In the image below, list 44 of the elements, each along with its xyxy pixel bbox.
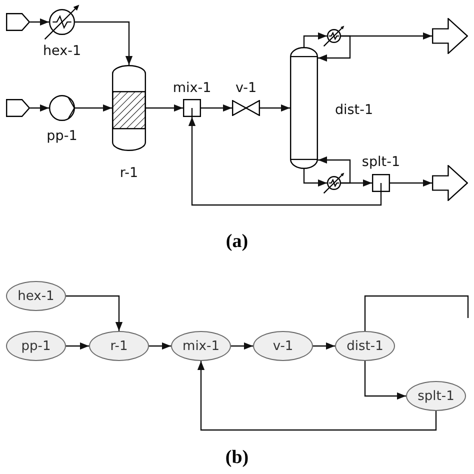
graph-node: r-1 <box>89 331 149 361</box>
equipment-tag: v-1 <box>235 80 257 96</box>
flow-arrow <box>231 342 253 350</box>
product-stream-icon <box>432 165 468 201</box>
flow-arrow <box>197 361 437 431</box>
equipment-tag: mix-1 <box>172 80 212 96</box>
product-stream-icon <box>432 18 468 54</box>
flow-arrow <box>313 342 335 350</box>
flow-arrow <box>146 104 183 112</box>
flow-arrow <box>149 342 171 350</box>
equipment-tag: r-1 <box>120 165 138 181</box>
flow-arrow <box>201 104 232 112</box>
flow-arrow <box>303 32 327 47</box>
flow-arrow <box>341 179 372 187</box>
flow-arrow <box>303 169 327 187</box>
flow-arrow <box>364 361 406 400</box>
flow-arrow <box>66 295 123 331</box>
flow-arrow <box>318 35 351 62</box>
graph-node: splt-1 <box>406 381 466 411</box>
feed-stream-icon <box>6 13 30 31</box>
graph-node: dist-1 <box>335 331 395 361</box>
graph-node: mix-1 <box>171 331 231 361</box>
equipment-tag: hex-1 <box>42 43 82 59</box>
graph-node: hex-1 <box>6 281 66 311</box>
flow-arrow <box>30 18 49 26</box>
equipment-tag: pp-1 <box>46 128 78 144</box>
panel-label: (b) <box>225 447 249 469</box>
feed-stream-icon <box>6 99 30 117</box>
heat-exchanger-icon <box>323 25 345 47</box>
flow-arrow <box>260 104 290 112</box>
flow-arrow <box>390 179 432 187</box>
graph-node: pp-1 <box>6 331 66 361</box>
flow-arrow <box>318 156 351 184</box>
flow-arrow <box>30 104 49 112</box>
flow-line <box>364 295 469 331</box>
equipment-tag: splt-1 <box>362 154 400 170</box>
flow-arrow <box>188 117 382 206</box>
flow-arrow <box>75 104 112 112</box>
panel-label: (a) <box>226 231 248 253</box>
equipment-tag: dist-1 <box>334 102 374 118</box>
heat-exchanger-icon <box>323 172 345 194</box>
graph-node: v-1 <box>253 331 313 361</box>
flow-arrow <box>75 21 133 65</box>
flow-arrow <box>66 342 89 350</box>
